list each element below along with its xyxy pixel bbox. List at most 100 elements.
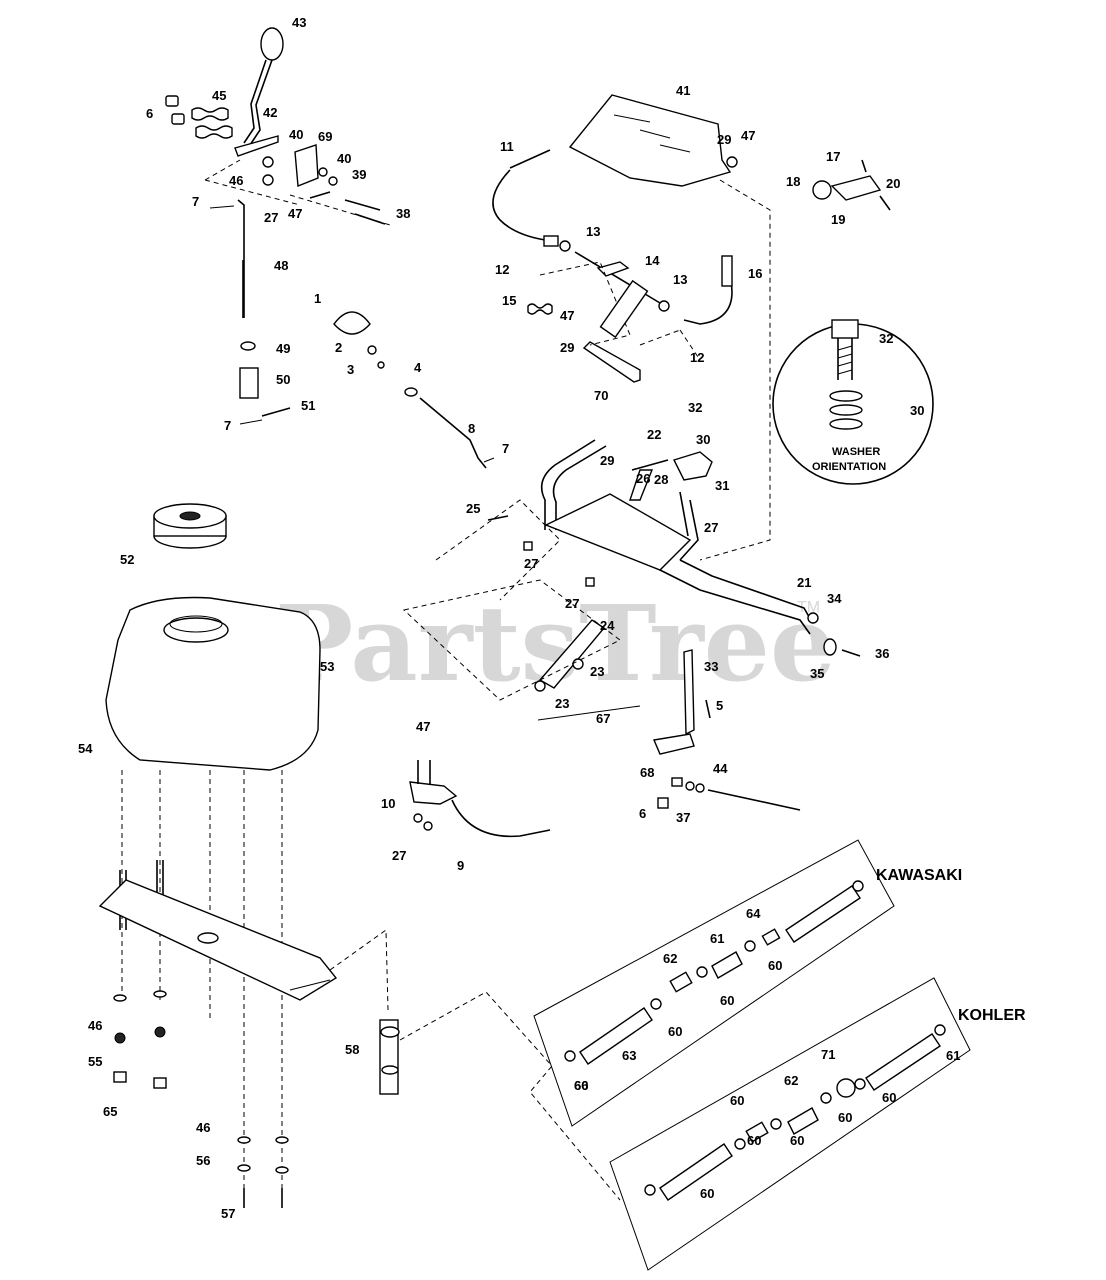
shift-knob [260, 27, 284, 61]
pedal-base-33 [653, 733, 695, 755]
callout-8: 8 [468, 421, 475, 436]
lever-19 [830, 175, 882, 201]
callout-62: 62 [784, 1073, 798, 1088]
nut-65-a [113, 1071, 127, 1083]
nut-55-b [154, 1026, 166, 1038]
hose-61-kh [659, 1143, 733, 1201]
callout-7: 7 [224, 418, 231, 433]
callout-50: 50 [276, 372, 290, 387]
callout-24: 24 [600, 618, 615, 633]
tank-stud-dash-lines [121, 770, 283, 1200]
callout-29: 29 [600, 453, 614, 468]
cable-44 [707, 789, 801, 811]
callout-51: 51 [301, 398, 315, 413]
panel-41 [568, 94, 732, 187]
hose-63 [579, 1007, 653, 1065]
callout-27: 27 [524, 556, 538, 571]
callout-25: 25 [466, 501, 480, 516]
callout-6: 6 [639, 806, 646, 821]
callout-60: 60 [790, 1133, 804, 1148]
callout-38: 38 [396, 206, 410, 221]
hose-61-k [711, 951, 743, 979]
callout-29: 29 [560, 340, 574, 355]
clamp-60-h2 [734, 1138, 746, 1150]
lever-33 [683, 649, 695, 736]
fitting-58 [379, 1019, 399, 1095]
frame-tube-left [540, 439, 596, 530]
nut-55-a [114, 1032, 126, 1044]
bolt-36 [841, 649, 861, 657]
frame-base [544, 493, 692, 571]
washer-46-d [275, 1136, 289, 1144]
bushing-23-a [572, 658, 584, 670]
callout-52: 52 [120, 552, 134, 567]
callout-22: 22 [647, 427, 661, 442]
callout-14: 14 [645, 253, 660, 268]
callout-61: 61 [946, 1048, 960, 1063]
callout-17: 17 [826, 149, 840, 164]
callout-11: 11 [500, 139, 514, 154]
fuel-tank-assembly [98, 503, 621, 1208]
callout-60: 60 [882, 1090, 896, 1105]
panel-dash-lines [539, 261, 701, 361]
washer-46-a [113, 994, 127, 1002]
callout-60: 60 [720, 993, 734, 1008]
cable-9 [451, 799, 551, 838]
callout-13: 13 [586, 224, 600, 239]
cable-11 [492, 169, 546, 241]
washer-orientation-detail: WASHER ORIENTATION [772, 319, 934, 485]
callout-33: 33 [704, 659, 718, 674]
bushing-13-a [559, 240, 571, 252]
callout-55: 55 [88, 1054, 102, 1069]
callout-32: 32 [879, 331, 893, 346]
assembly-dash-lines [204, 159, 391, 226]
callout-60: 60 [668, 1024, 682, 1039]
clamp-60-k4 [744, 940, 756, 952]
callout-43: 43 [292, 15, 306, 30]
callout-7: 7 [502, 441, 509, 456]
callout-2: 2 [335, 340, 342, 355]
callout-41: 41 [676, 83, 690, 98]
callout-30: 30 [696, 432, 710, 447]
washer-56-b [275, 1166, 289, 1174]
throttle-knob-assembly [333, 311, 495, 469]
clamp-60-k3 [696, 966, 708, 978]
cable-fitting [543, 235, 559, 247]
spring-15 [527, 303, 553, 315]
clamp-60-k1 [564, 1050, 576, 1062]
callout-37: 37 [676, 810, 690, 825]
callout-27: 27 [704, 520, 718, 535]
bolt-shank-32 [837, 338, 853, 380]
frame-assembly [402, 279, 861, 721]
callout-67: 67 [596, 711, 610, 726]
callout-57: 57 [221, 1206, 235, 1221]
bracket-10 [409, 781, 458, 805]
washer-30-c [829, 418, 863, 430]
callout-46: 46 [88, 1018, 102, 1033]
callout-12: 12 [495, 262, 509, 277]
shift-lever-rod-edge [243, 59, 267, 144]
detail-circle [772, 323, 934, 485]
bracket-69 [294, 144, 319, 187]
washer-46 [262, 156, 274, 168]
callout-21: 21 [797, 575, 811, 590]
callout-23: 23 [555, 696, 569, 711]
kohler-label: KOHLER [958, 1007, 1026, 1024]
nut-27-a [523, 541, 533, 551]
ball-18 [812, 180, 832, 200]
washer-35 [823, 638, 837, 656]
frame-tube-right [679, 491, 699, 561]
callout-60: 60 [747, 1133, 761, 1148]
bracket-14 [596, 261, 630, 277]
knob-1 [333, 311, 371, 335]
callout-10: 10 [381, 796, 395, 811]
grip-22 [599, 279, 649, 339]
rod-8 [419, 397, 487, 469]
plate-hole [197, 932, 219, 944]
fitting-68 [671, 777, 683, 787]
callout-15: 15 [502, 293, 516, 308]
fitting-58-nut [381, 1065, 399, 1075]
nut-34 [807, 612, 819, 624]
callout-44: 44 [713, 761, 728, 776]
